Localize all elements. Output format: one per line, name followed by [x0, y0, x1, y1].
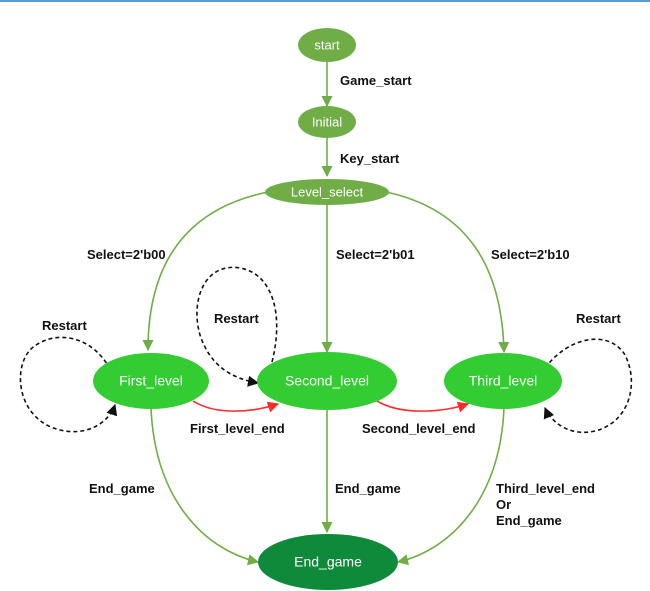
state-level-select-label: Level_select	[291, 184, 364, 199]
label-game-start: Game_start	[340, 73, 412, 88]
label-select-10: Select=2'b10	[491, 247, 570, 262]
state-end-game-label: End_game	[294, 554, 362, 570]
label-select-01: Select=2'b01	[336, 247, 415, 262]
label-first-level-end: First_level_end	[190, 421, 285, 436]
loop-restart-third-level	[543, 338, 633, 434]
state-initial-label: Initial	[312, 114, 342, 129]
label-second-level-end: Second_level_end	[362, 421, 475, 436]
edge-third-level-to-end-game	[396, 407, 505, 566]
state-first-level-label: First_level	[119, 373, 183, 389]
label-key-start: Key_start	[340, 151, 400, 166]
loop-restart-second-level	[196, 266, 278, 387]
label-restart-second: Restart	[214, 311, 259, 326]
label-or: Or	[496, 497, 511, 512]
edge-level-select-to-first-level	[142, 191, 269, 352]
label-restart-first: Restart	[42, 318, 87, 333]
label-third-level-end: Third_level_end	[496, 481, 595, 496]
edge-second-level-end	[376, 400, 470, 413]
state-third-level: Third_level	[444, 353, 562, 409]
state-end-game: End_game	[258, 534, 398, 590]
edge-first-level-to-end-game	[150, 407, 260, 566]
label-select-00: Select=2'b00	[87, 247, 166, 262]
state-second-level-label: Second_level	[285, 373, 369, 389]
state-start: start	[298, 28, 356, 62]
state-third-level-label: Third_level	[469, 373, 537, 389]
edge-level-select-to-third-level	[385, 191, 510, 354]
label-end-game-second: End_game	[335, 481, 401, 496]
state-initial: Initial	[298, 106, 356, 138]
state-level-select: Level_select	[265, 179, 389, 205]
state-second-level: Second_level	[257, 352, 397, 410]
state-first-level: First_level	[93, 353, 209, 409]
label-end-game-third: End_game	[496, 513, 562, 528]
label-restart-third: Restart	[576, 311, 621, 326]
top-rule	[0, 0, 650, 2]
state-start-label: start	[314, 37, 340, 52]
loop-restart-first-level	[19, 336, 118, 433]
edge-first-level-end	[192, 400, 280, 413]
label-end-game-first: End_game	[89, 481, 155, 496]
